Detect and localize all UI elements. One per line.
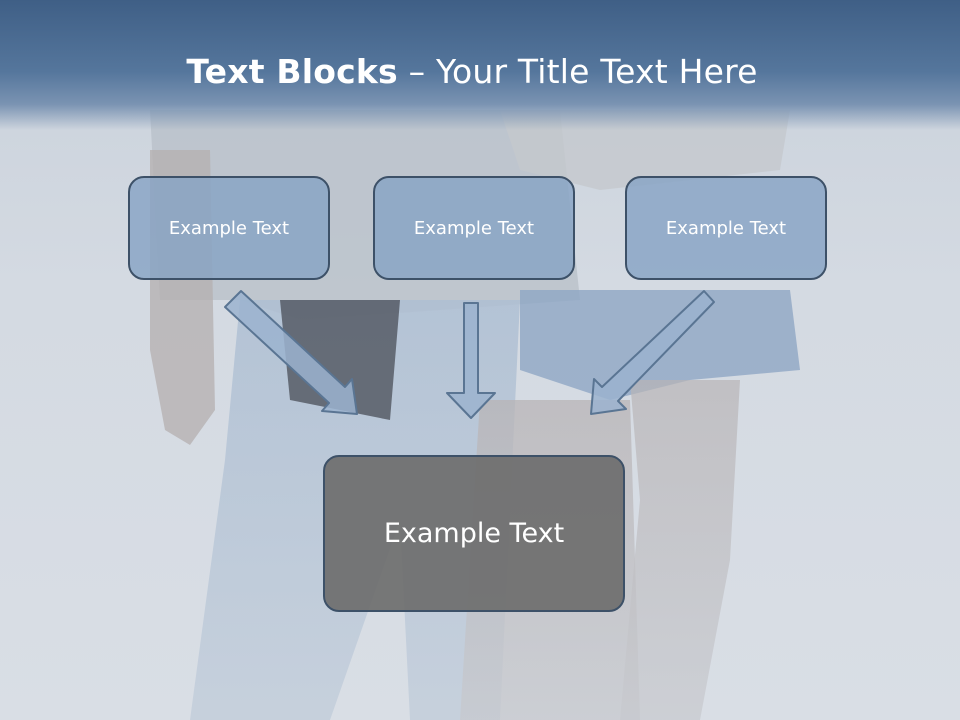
title-rest: Your Title Text Here	[435, 52, 758, 91]
text-block-label: Example Text	[413, 217, 535, 239]
title-band	[0, 0, 960, 130]
arrow-right-icon	[590, 290, 715, 415]
text-block-label: Example Text	[665, 217, 787, 239]
text-block-center[interactable]: Example Text	[373, 176, 575, 280]
target-block-label: Example Text	[383, 518, 565, 549]
slide-title: Text Blocks – Your Title Text Here	[0, 52, 944, 91]
text-block-label: Example Text	[168, 217, 290, 239]
text-block-right[interactable]: Example Text	[625, 176, 827, 280]
title-bold: Text Blocks	[186, 52, 398, 91]
arrow-center-icon	[446, 302, 496, 419]
title-separator: –	[397, 52, 436, 91]
arrow-left-icon	[224, 290, 358, 415]
target-block[interactable]: Example Text	[323, 455, 625, 612]
text-block-left[interactable]: Example Text	[128, 176, 330, 280]
